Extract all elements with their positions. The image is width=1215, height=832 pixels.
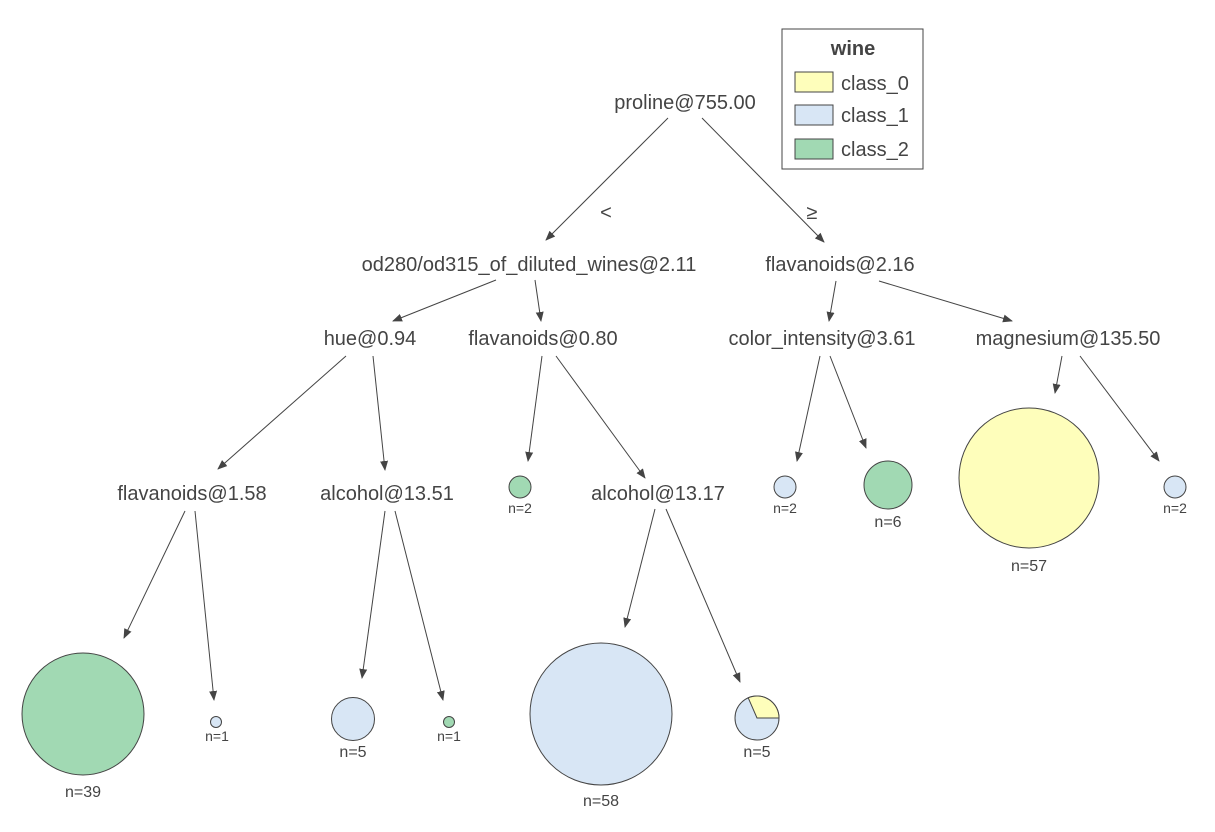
leaf-lrrl-label: n=58 bbox=[583, 793, 619, 810]
leaf-rll-label: n=2 bbox=[773, 500, 797, 516]
legend: wine class_0 class_1 class_2 bbox=[781, 28, 924, 170]
edge-rr-rrl bbox=[1052, 355, 1063, 394]
edge-llr-llrr bbox=[394, 510, 445, 701]
leaf-lrrr bbox=[734, 695, 780, 741]
edge-lll-lllr bbox=[194, 510, 218, 701]
leaf-lrrr-class0-slice bbox=[747, 695, 780, 719]
leaf-labels: n=2 n=2 n=6 n=57 n=2 n=39 n=1 n=5 n=1 n=… bbox=[65, 500, 1187, 810]
edge-lr-lrl bbox=[525, 355, 543, 462]
edge-ll-lll bbox=[217, 355, 347, 470]
leaf-rrr bbox=[1163, 475, 1187, 499]
leaf-lrrl bbox=[529, 642, 673, 786]
split-node-llr: alcohol@13.51 bbox=[320, 483, 454, 505]
leaf-lllr-label: n=1 bbox=[205, 728, 229, 744]
leaf-nodes bbox=[21, 407, 1187, 786]
edge-ll-llr bbox=[372, 355, 389, 471]
edge-label-less-than: < bbox=[600, 202, 612, 224]
split-nodes: proline@755.00 od280/od315_of_diluted_wi… bbox=[117, 92, 1160, 505]
leaf-lrl-label: n=2 bbox=[508, 500, 532, 516]
split-node-root: proline@755.00 bbox=[614, 92, 756, 114]
leaf-rrl-label: n=57 bbox=[1011, 558, 1047, 575]
leaf-lllr bbox=[210, 716, 222, 728]
edge-lrr-lrrl bbox=[623, 508, 656, 628]
legend-swatch-class-0 bbox=[794, 71, 834, 93]
leaf-llll bbox=[21, 652, 145, 776]
leaf-rrr-label: n=2 bbox=[1163, 500, 1187, 516]
legend-swatch-class-1 bbox=[794, 104, 834, 126]
leaf-rlr-label: n=6 bbox=[874, 514, 901, 531]
leaf-llrr-label: n=1 bbox=[437, 728, 461, 744]
edge-lr-lrr bbox=[555, 355, 646, 479]
edge-rl-rlr bbox=[829, 355, 867, 449]
split-node-r: flavanoids@2.16 bbox=[765, 254, 914, 276]
split-node-l: od280/od315_of_diluted_wines@2.11 bbox=[362, 254, 697, 276]
leaf-llrl bbox=[331, 697, 375, 741]
split-node-lr: flavanoids@0.80 bbox=[468, 328, 617, 350]
leaf-rll bbox=[773, 475, 797, 499]
leaf-lrl bbox=[508, 475, 532, 499]
legend-label-class-2: class_2 bbox=[841, 139, 909, 161]
leaf-rlr bbox=[863, 460, 913, 510]
edge-r-rr bbox=[878, 280, 1013, 323]
edge-l-ll bbox=[392, 279, 497, 322]
edge-root-left bbox=[545, 117, 669, 241]
split-node-lll: flavanoids@1.58 bbox=[117, 483, 266, 505]
leaf-llll-label: n=39 bbox=[65, 784, 101, 801]
legend-swatch-class-2 bbox=[794, 138, 834, 160]
split-node-rl: color_intensity@3.61 bbox=[728, 328, 915, 350]
edge-lrr-lrrr bbox=[665, 508, 741, 683]
edge-label-greater-equal: ≥ bbox=[807, 202, 818, 224]
split-node-lrr: alcohol@13.17 bbox=[591, 483, 725, 505]
split-node-rr: magnesium@135.50 bbox=[976, 328, 1161, 350]
edge-root-right bbox=[701, 117, 825, 243]
legend-label-class-1: class_1 bbox=[841, 105, 909, 127]
edge-l-lr bbox=[534, 279, 544, 322]
edge-llr-llrl bbox=[359, 510, 386, 679]
edge-lll-llll bbox=[123, 510, 186, 639]
legend-title: wine bbox=[830, 38, 875, 60]
legend-label-class-0: class_0 bbox=[841, 73, 909, 95]
split-node-ll: hue@0.94 bbox=[324, 328, 417, 350]
edge-rr-rrr bbox=[1079, 355, 1160, 462]
leaf-lrrr-label: n=5 bbox=[743, 744, 770, 761]
edge-r-rl bbox=[826, 280, 837, 322]
leaf-rrl bbox=[958, 407, 1100, 549]
tree-edges bbox=[123, 117, 1160, 701]
edge-rl-rll bbox=[795, 355, 821, 462]
leaf-llrl-label: n=5 bbox=[339, 744, 366, 761]
leaf-llrr bbox=[443, 716, 455, 728]
